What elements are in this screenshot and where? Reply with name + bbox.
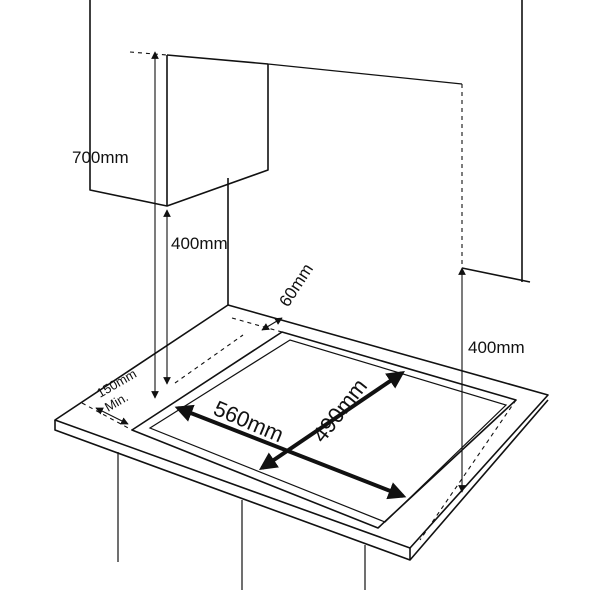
dim-490 [259,370,405,471]
label-560mm: 560mm [210,396,287,448]
label-490mm: 490mm [307,374,372,447]
dim-60 [261,317,283,331]
dim-560 [174,404,407,500]
label-400mm-left: 400mm [171,234,228,253]
wall-cabinet [89,0,269,207]
guide-lines [81,317,517,541]
label-700mm: 700mm [72,148,129,167]
base-cabinet [117,452,366,590]
label-400mm-right: 400mm [468,338,525,357]
dim-150 [95,407,129,425]
reference-lines [129,51,463,268]
label-60mm: 60mm [275,260,317,310]
back-wall [227,0,531,305]
